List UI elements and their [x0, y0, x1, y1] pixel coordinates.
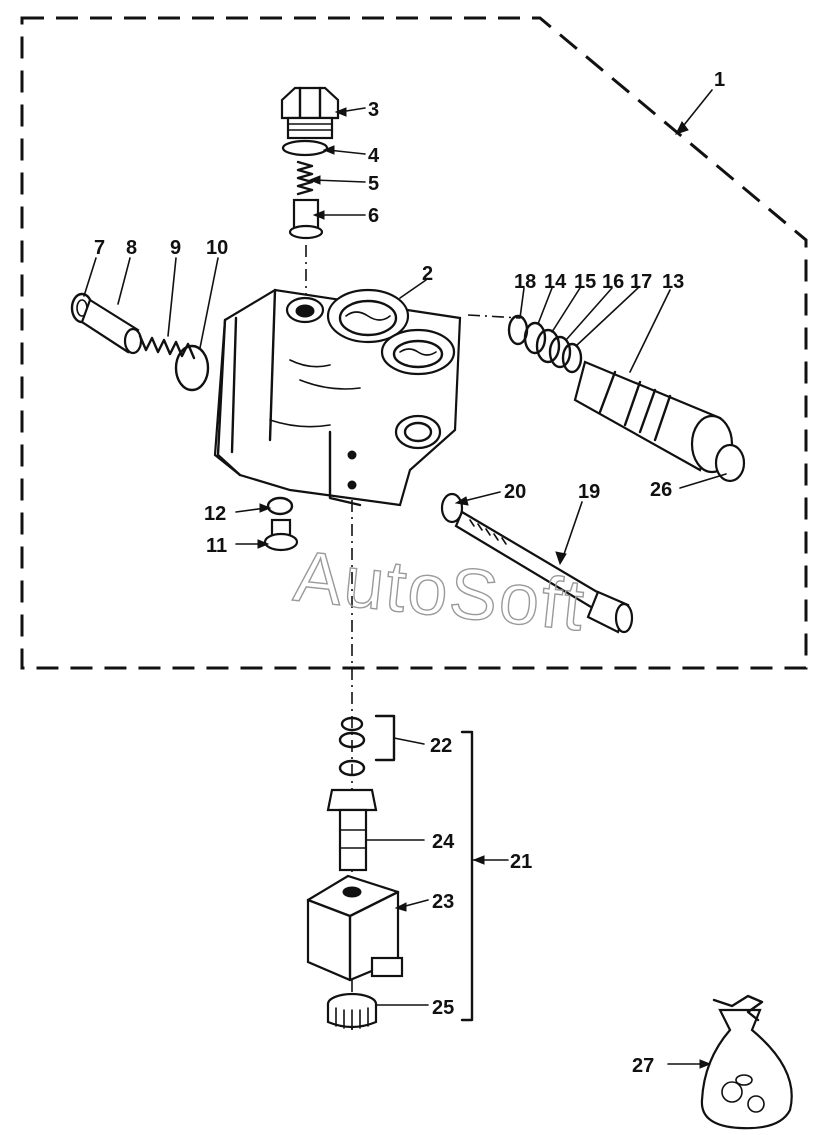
center-line-right [467, 314, 521, 319]
sleeve-8 [80, 298, 143, 355]
callout-2: 2 [422, 263, 433, 285]
valve-stem-24 [326, 788, 378, 872]
back-up-ring-14 [523, 321, 547, 355]
callout-27: 27 [632, 1055, 654, 1077]
callout-21: 21 [510, 851, 532, 873]
bracket-22 [374, 714, 396, 762]
solenoid-coil-23 [306, 874, 404, 982]
callout-10: 10 [206, 237, 228, 259]
callout-4: 4 [368, 145, 380, 167]
nut-25 [326, 992, 378, 1030]
callout-8: 8 [126, 237, 137, 259]
washer-4 [281, 139, 329, 157]
callout-22: 22 [430, 735, 452, 757]
washer-20 [440, 492, 464, 524]
valve-body [213, 288, 462, 507]
plug-3 [280, 86, 340, 140]
callout-24: 24 [432, 831, 455, 853]
callout-3: 3 [368, 99, 379, 121]
callout-25: 25 [432, 997, 454, 1019]
seal-12 [266, 496, 294, 516]
assembly-boundary [20, 16, 808, 670]
callout-17: 17 [630, 271, 652, 293]
back-up-ring-16 [548, 335, 572, 369]
plug-11 [263, 518, 299, 552]
bolt-19 [454, 510, 634, 634]
cartridge-13 [573, 360, 734, 474]
callout-1: 1 [714, 69, 725, 91]
watermark-text: AutoSoft [290, 536, 589, 646]
callout-23: 23 [432, 891, 454, 913]
o-ring-15 [535, 328, 561, 364]
callout-26: 26 [650, 479, 672, 501]
o-ring-22c [338, 759, 366, 777]
callout-11: 11 [206, 535, 227, 557]
o-ring-10 [174, 344, 210, 392]
parts-bag-27 [700, 994, 793, 1130]
o-ring-22b [338, 731, 366, 749]
callout-19: 19 [578, 481, 600, 503]
piston-6 [288, 198, 324, 240]
callout-16: 16 [602, 271, 624, 293]
callout-20: 20 [504, 481, 526, 503]
bracket-21 [460, 730, 474, 1022]
spring-9 [138, 334, 196, 360]
callout-12: 12 [204, 503, 226, 525]
callout-7: 7 [94, 237, 105, 259]
callout-labels: 1 2 3 4 5 6 7 8 9 10 11 12 13 14 15 16 1… [94, 69, 725, 1077]
cap-26 [714, 443, 746, 483]
o-ring-17 [561, 342, 583, 374]
leader-arrowheads [257, 107, 712, 1069]
callout-14: 14 [544, 271, 567, 293]
callout-9: 9 [170, 237, 181, 259]
leader-lines [83, 89, 727, 1065]
callout-13: 13 [662, 271, 684, 293]
o-ring-22a [340, 716, 364, 732]
spring-5 [296, 160, 314, 196]
callout-6: 6 [368, 205, 379, 227]
callout-5: 5 [368, 173, 379, 195]
callout-18: 18 [514, 271, 536, 293]
callout-15: 15 [574, 271, 596, 293]
